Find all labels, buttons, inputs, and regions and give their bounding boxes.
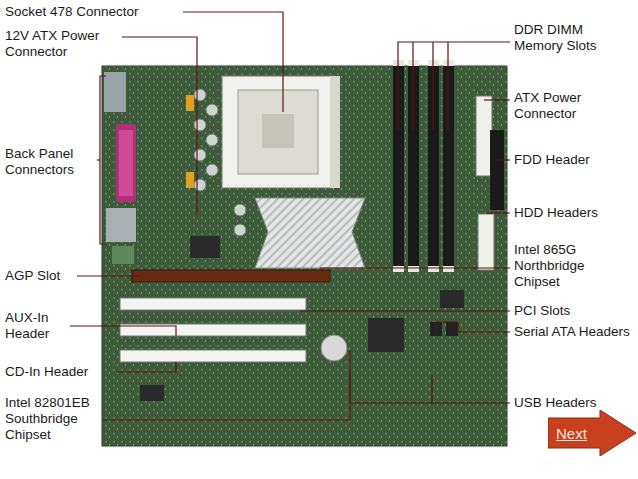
part-label: PCI Slots bbox=[514, 303, 632, 319]
part-label: Serial ATA Headers bbox=[514, 324, 632, 340]
part-label: ATX Power Connector bbox=[514, 90, 632, 122]
part-label: 12V ATX Power Connector bbox=[5, 28, 125, 60]
next-button: Next bbox=[548, 410, 636, 456]
part-label: Intel 82801EB Southbridge Chipset bbox=[5, 395, 105, 443]
part-label: DDR DIMM Memory Slots bbox=[514, 22, 632, 54]
part-label: Back Panel Connectors bbox=[5, 146, 97, 178]
part-label: Intel 865G Northbridge Chipset bbox=[514, 242, 632, 290]
part-label: Socket 478 Connector bbox=[5, 4, 185, 20]
part-label: FDD Header bbox=[514, 152, 632, 168]
part-label: HDD Headers bbox=[514, 205, 632, 221]
button-text: Next bbox=[556, 425, 636, 442]
part-label: AGP Slot bbox=[5, 268, 85, 284]
part-label: AUX-In Header bbox=[5, 310, 75, 342]
part-label: CD-In Header bbox=[5, 364, 120, 380]
part-label: USB Headers bbox=[514, 395, 632, 411]
